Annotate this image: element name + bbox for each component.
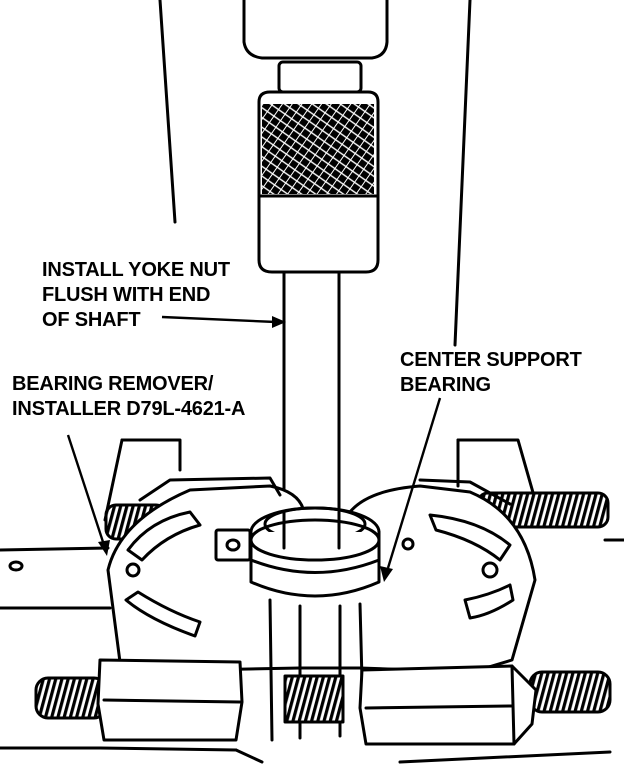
callout-line: CENTER SUPPORT	[400, 349, 582, 371]
rod-lower-left	[34, 676, 108, 720]
plate-slot-right-lower	[463, 583, 515, 620]
callout-line: OF SHAFT	[42, 309, 141, 331]
plate-hole	[401, 537, 415, 551]
yoke-nut-knurl	[262, 104, 374, 194]
press-frame-left-line	[158, 0, 177, 224]
plate-slot-left-upper	[126, 510, 202, 562]
hex-nut-right	[358, 664, 538, 746]
callout-line: FLUSH WITH END	[42, 284, 211, 306]
rod-lower-center	[283, 674, 345, 724]
leader-bearing-tool	[66, 434, 106, 546]
callout-line: INSTALLER D79L-4621-A	[12, 398, 246, 420]
callout-bearing-remover: BEARING REMOVER/ INSTALLER D79L-4621-A	[12, 372, 245, 422]
center-bearing-body	[249, 530, 381, 598]
press-collar	[277, 60, 363, 94]
plate-slot-left-lower	[124, 590, 202, 638]
callout-line: INSTALL YOKE NUT	[42, 259, 230, 281]
plate-hole	[125, 562, 141, 578]
callout-line: BEARING REMOVER/	[12, 373, 214, 395]
leader-center-bearing	[386, 397, 442, 569]
leader-yoke-nut	[161, 315, 277, 324]
press-upper-block	[242, 0, 389, 60]
rod-lower-right	[528, 670, 612, 714]
callout-install-yoke-nut: INSTALL YOKE NUT FLUSH WITH END OF SHAFT	[42, 258, 230, 333]
plate-slot-right-upper	[428, 513, 512, 562]
callout-center-support-bearing: CENTER SUPPORT BEARING	[400, 348, 582, 398]
callout-line: BEARING	[400, 374, 491, 396]
plate-hole	[481, 561, 499, 579]
press-frame-right-line	[453, 0, 472, 347]
